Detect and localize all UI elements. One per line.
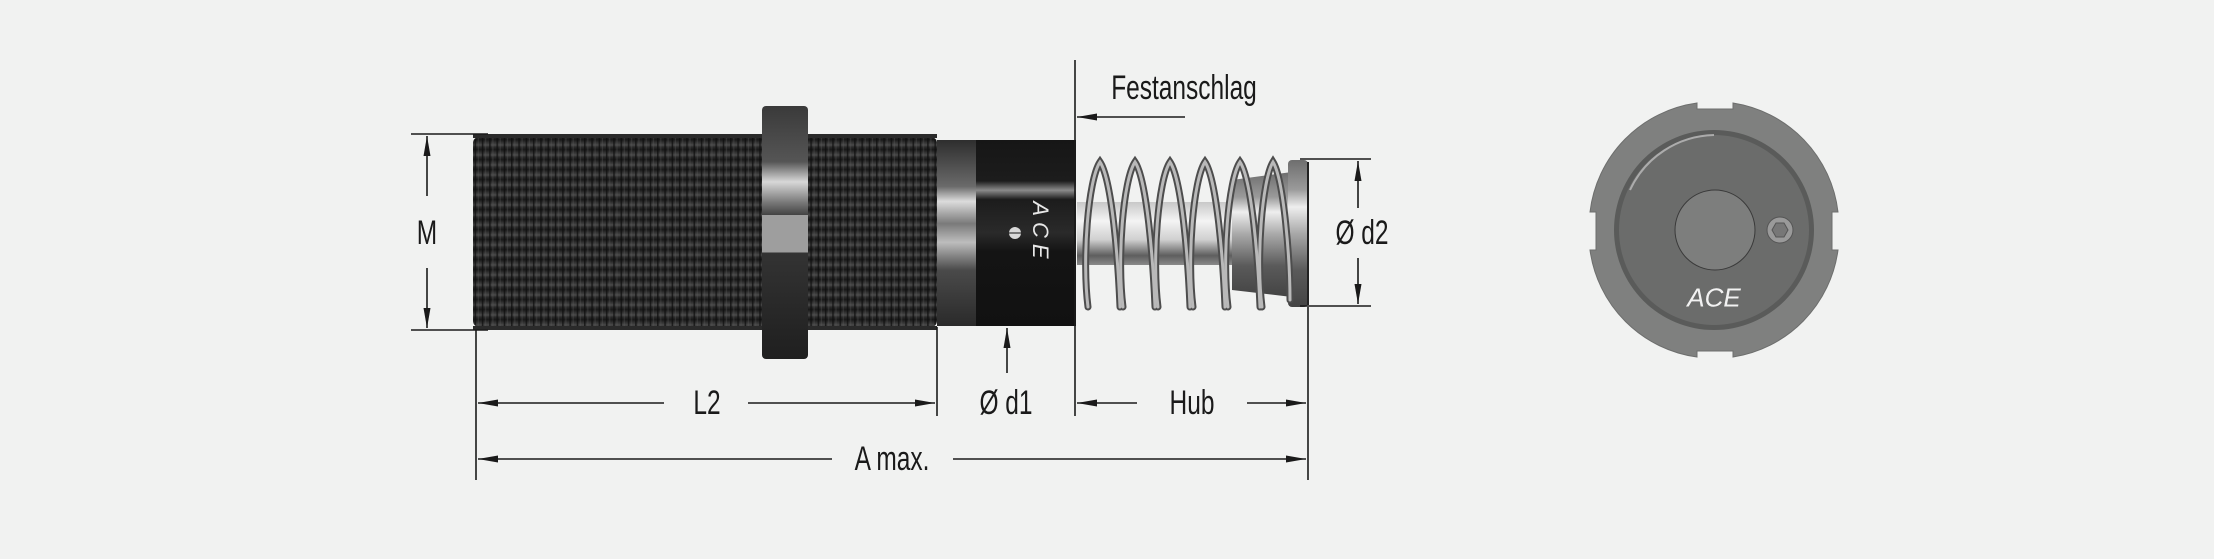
label-hub: Hub [1169, 384, 1215, 422]
piston-head [1232, 160, 1309, 307]
collar [937, 140, 977, 326]
brand-logo-front: ACE [1687, 282, 1741, 313]
threaded-body [473, 134, 937, 330]
label-m: M [416, 214, 438, 252]
return-spring [1082, 155, 1294, 311]
end-cap [976, 140, 1076, 326]
rod-end-face [1674, 189, 1756, 271]
label-d1: Ø d1 [979, 384, 1033, 422]
dimension-lines [411, 60, 1371, 480]
label-a-max: A max. [854, 440, 930, 478]
front-view [1589, 102, 1839, 358]
brand-logo-side: ACE [1028, 201, 1053, 265]
lock-nut [762, 106, 808, 359]
label-l2: L2 [693, 384, 721, 422]
label-d2: Ø d2 [1335, 214, 1389, 252]
label-festanschlag: Festanschlag [1111, 69, 1257, 107]
